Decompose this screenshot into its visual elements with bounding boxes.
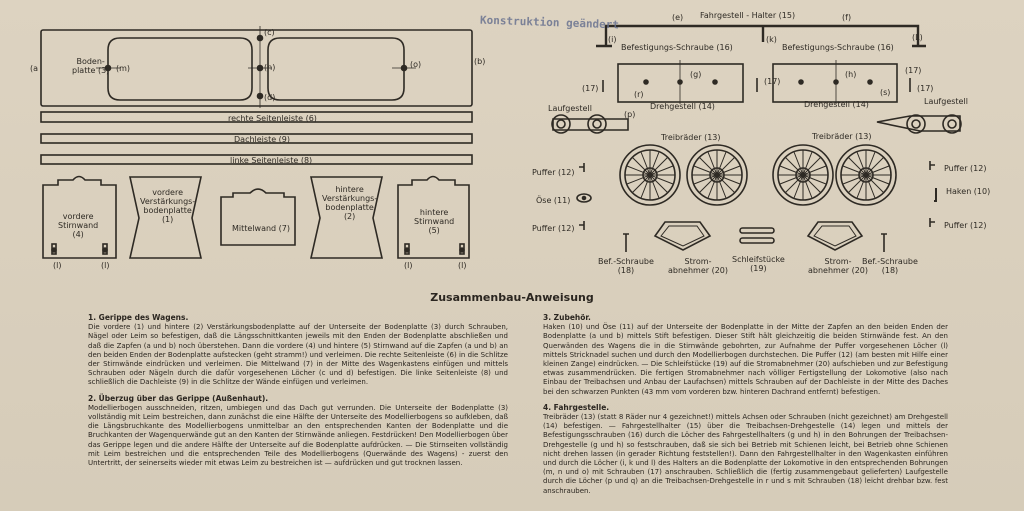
leisten-drawing: [40, 111, 473, 165]
label-r: (r): [634, 90, 644, 99]
label-c: (c): [264, 28, 275, 37]
label-s: (s): [880, 88, 891, 97]
label-17-2: (17): [764, 77, 781, 86]
label-schleifstuecke: Schleifstücke (19): [732, 255, 785, 273]
section-1-heading: 1. Gerippe des Wagens.: [88, 313, 189, 322]
label-vordere-verstaerkung: vordere Verstärkungs- bodenplatte (1): [140, 188, 196, 224]
label-hintere-stirnwand: hintere Stirnwand (5): [414, 208, 455, 235]
label-hintere-verstaerkung: hintere Verstärkungs- bodenplatte (2): [322, 185, 378, 221]
instructions-right-column: 3. Zubehör. Haken (10) und Öse (11) auf …: [543, 313, 948, 502]
section-3-heading: 3. Zubehör.: [543, 313, 591, 322]
label-fahrgestell-halter: Fahrgestell - Halter (15): [700, 11, 796, 20]
label-stromabnehmer-2: Strom- abnehmer (20): [808, 257, 869, 275]
label-stromabnehmer-1: Strom- abnehmer (20): [668, 257, 729, 275]
label-haken: Haken (10): [946, 187, 991, 196]
label-treibraeder-2: Treibräder (13): [812, 132, 872, 141]
instructions-left-column: 1. Gerippe des Wagens. Die vordere (1) u…: [88, 313, 508, 474]
label-mittelwand: Mittelwand (7): [232, 224, 291, 233]
label-d: (d): [264, 93, 276, 102]
label-17-3: (17): [905, 66, 922, 75]
label-k: (k): [766, 35, 777, 44]
label-bef-schraube-2: Bef.-Schraube (18): [862, 257, 918, 275]
section-1-text: Die vordere (1) und hintere (2) Verstärk…: [88, 323, 508, 387]
drehgestell-drawing: [602, 60, 911, 104]
label-bef-schraube-1: Bef.-Schraube (18): [598, 257, 654, 275]
label-puffer-left-2: Puffer (12): [532, 224, 575, 233]
instructions-title: Zusammenbau-Anweisung: [430, 291, 594, 304]
label-b: (b): [474, 57, 486, 66]
laufgestell-drawing: [551, 114, 962, 134]
label-l-4: (l): [458, 261, 467, 270]
label-17-1: (17): [582, 84, 599, 93]
label-p: (p): [624, 110, 636, 119]
walls-drawing: [42, 175, 470, 259]
label-o: (o): [410, 60, 422, 69]
section-2-heading: 2. Überzug über das Gerippe (Außenhaut).: [88, 393, 269, 403]
label-rechte-seitenleiste: rechte Seitenleiste (6): [228, 114, 317, 123]
label-g: (g): [690, 70, 702, 79]
treibraeder-drawing: [619, 144, 897, 206]
label-n: (n): [264, 63, 276, 72]
label-dachleiste: Dachleiste (9): [234, 135, 290, 144]
label-laufgestell-2: Laufgestell: [924, 97, 968, 106]
label-bodenplatte: Boden- platte (3): [72, 57, 110, 75]
label-befestigungs-schraube-2: Befestigungs-Schraube (16): [782, 43, 894, 52]
label-drehgestell-1: Drehgestell (14): [650, 102, 715, 111]
section-3-text: Haken (10) und Öse (11) auf der Untersei…: [543, 323, 948, 396]
label-l-3: (l): [404, 261, 413, 270]
label-l-1: (l): [53, 261, 62, 270]
label-m: (m): [116, 64, 131, 73]
label-a: (a: [30, 64, 39, 73]
label-h: (h): [845, 70, 857, 79]
bodenplatte-drawing: [40, 26, 473, 108]
label-puffer-right-1: Puffer (12): [944, 164, 987, 173]
label-vordere-stirnwand: vordere Stirnwand (4): [58, 212, 99, 239]
label-oese: Öse (11): [536, 196, 571, 205]
label-puffer-right-2: Puffer (12): [944, 221, 987, 230]
label-drehgestell-2: Drehgestell (14): [804, 100, 869, 109]
label-l-2: (l): [101, 261, 110, 270]
label-befestigungs-schraube-1: Befestigungs-Schraube (16): [621, 43, 733, 52]
section-2-text: Modellierbogen ausschneiden, ritzen, umb…: [88, 403, 508, 468]
zubehoer-drawing: [576, 161, 937, 252]
label-laufgestell-1: Laufgestell: [548, 104, 592, 113]
label-i: (i): [608, 35, 617, 44]
label-linke-seitenleiste: linke Seitenleiste (8): [230, 156, 313, 165]
label-L: (L): [912, 33, 923, 42]
label-puffer-left-1: Puffer (12): [532, 168, 575, 177]
label-17-4: (17): [917, 84, 934, 93]
fahrgestell-halter-drawing: [596, 24, 926, 48]
label-f: (f): [842, 13, 852, 22]
label-treibraeder-1: Treibräder (13): [661, 133, 721, 142]
label-e: (e): [672, 13, 684, 22]
section-4-heading: 4. Fahrgestelle.: [543, 402, 610, 412]
section-4-text: Treibräder (13) (statt 8 Räder nur 4 gez…: [543, 413, 948, 495]
